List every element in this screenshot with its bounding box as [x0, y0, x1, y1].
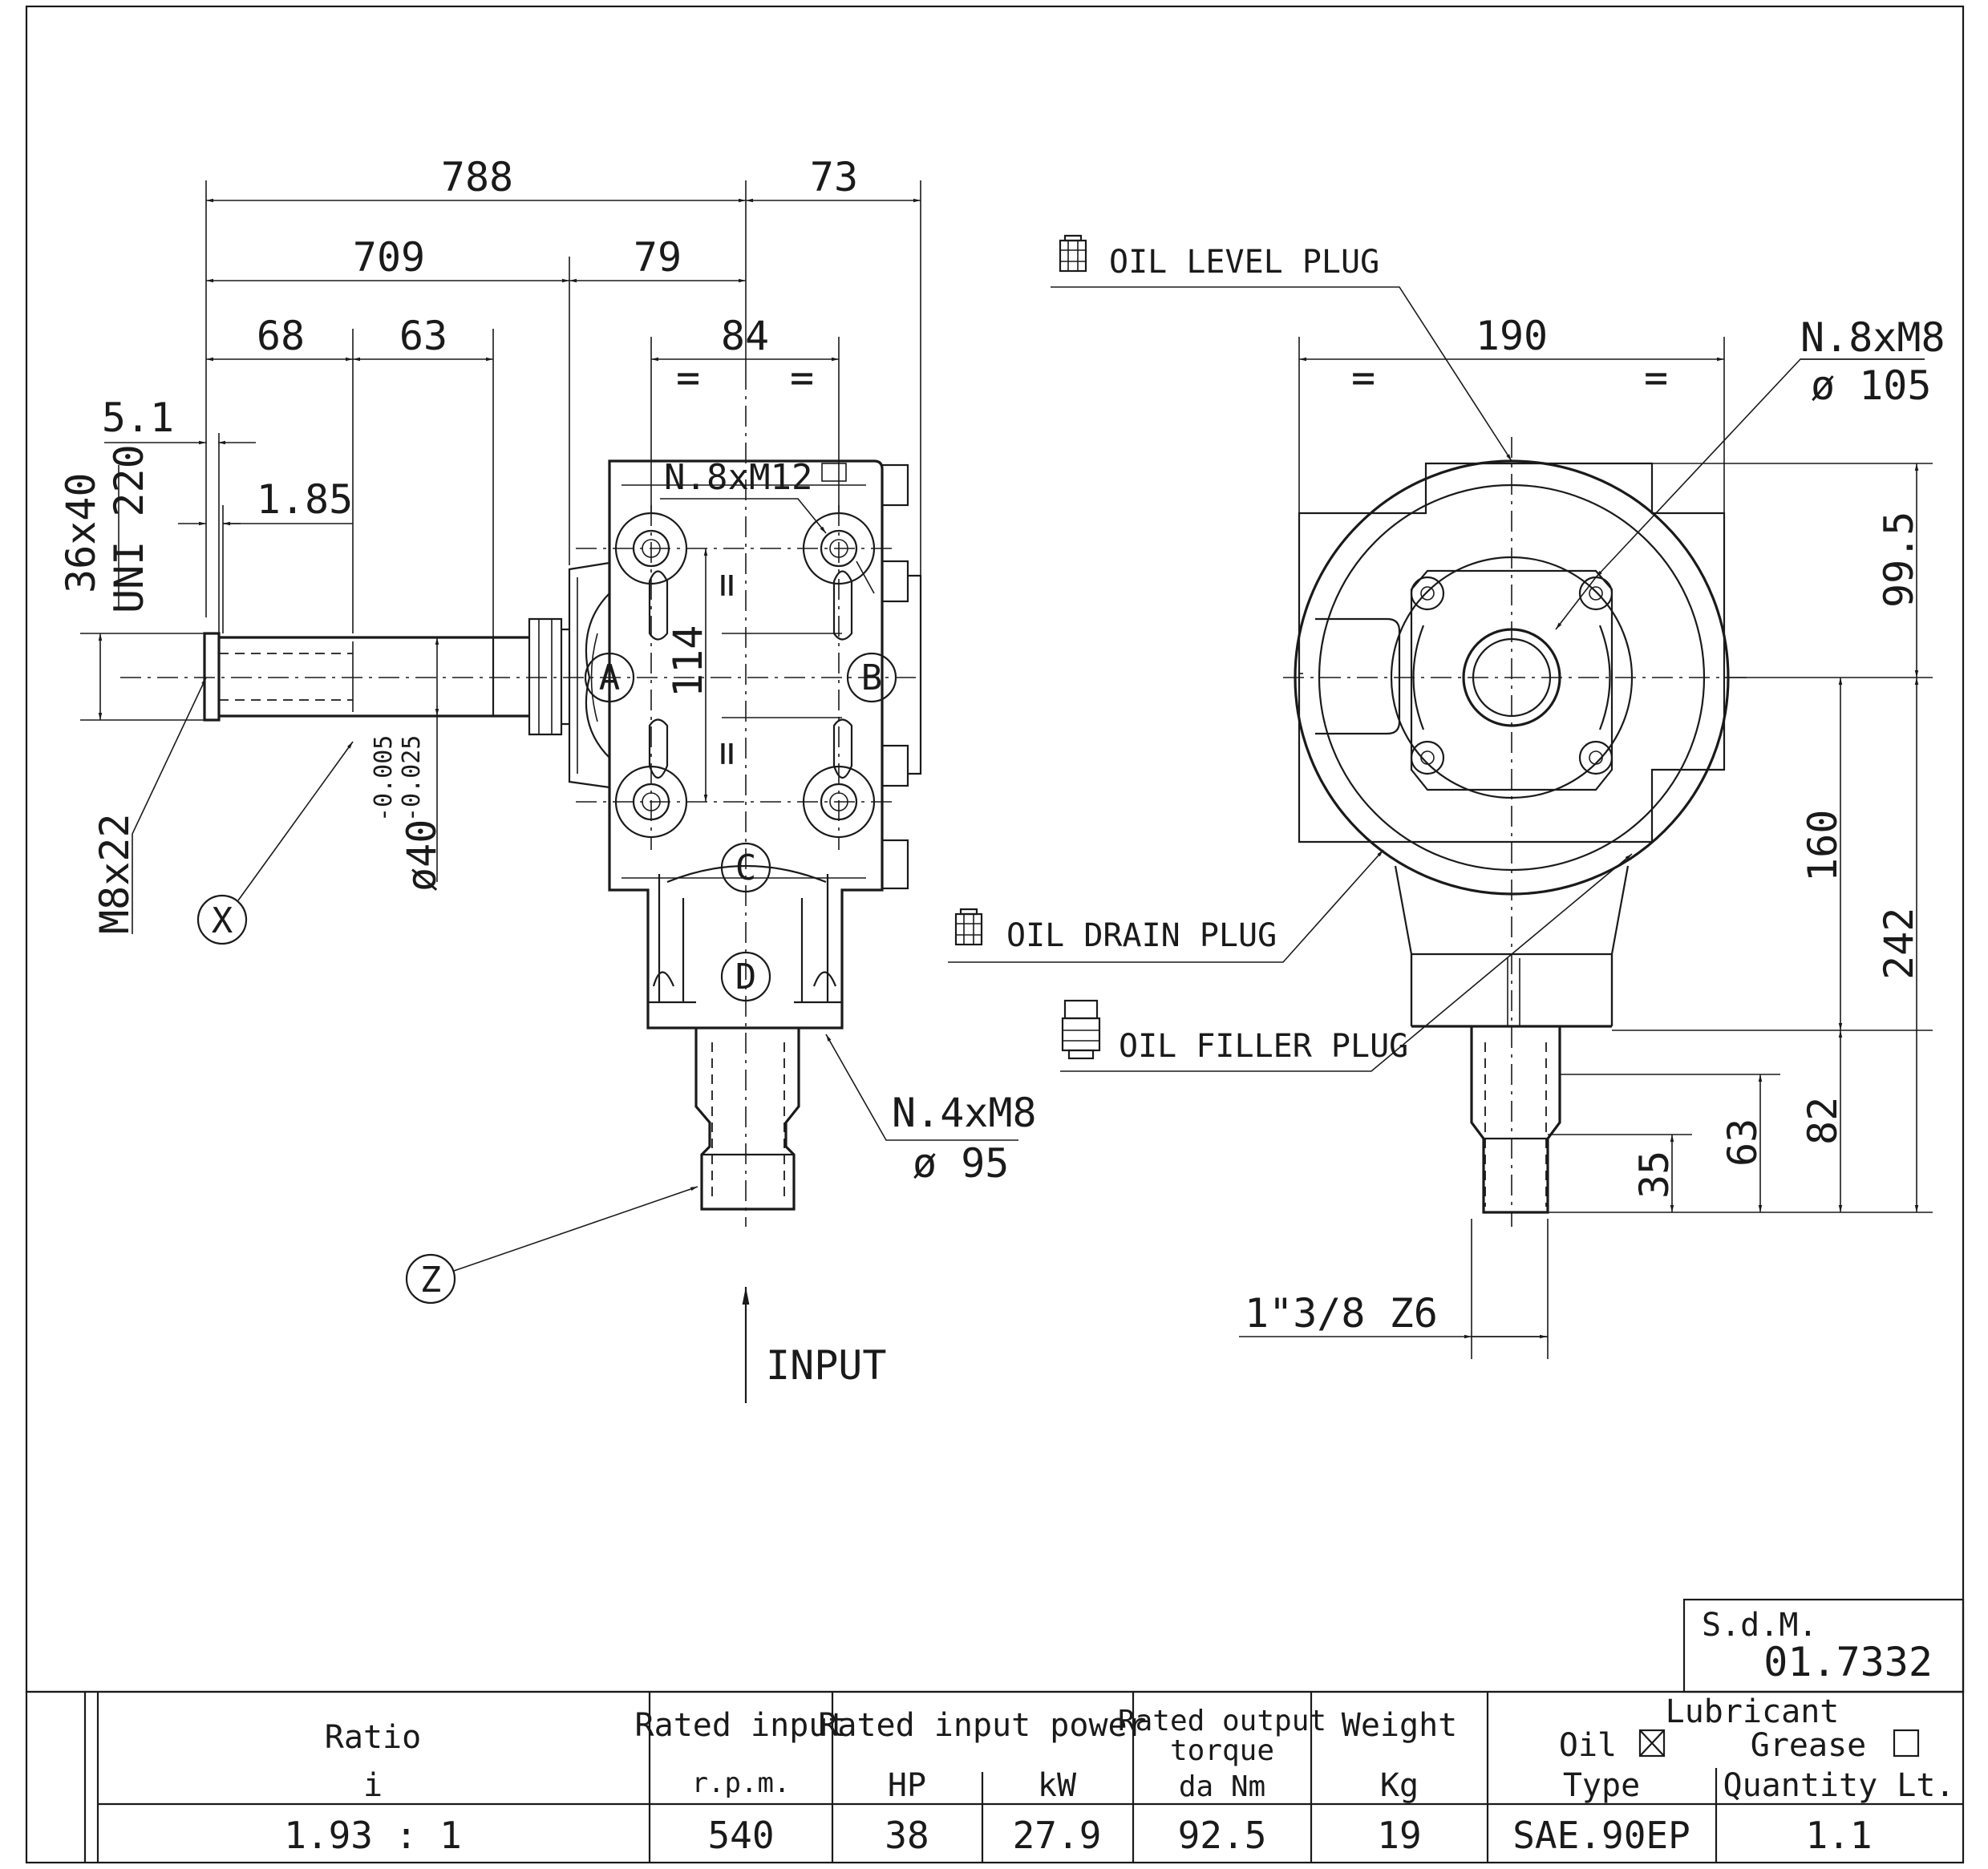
svg-text:=: =: [676, 354, 700, 401]
flange-diameter-105: ø 105: [1811, 362, 1932, 409]
spline-36x40: 36x40: [58, 472, 104, 593]
header-weight-sub: Kg: [1380, 1767, 1419, 1804]
spline-1-3-8-z6: 1"3/8 Z6: [1245, 1290, 1438, 1337]
header-rpm-sub: r.p.m.: [692, 1767, 791, 1799]
header-weight: Weight: [1342, 1707, 1458, 1744]
header-kw: kW: [1038, 1767, 1077, 1804]
side-input-shaft: [1470, 1026, 1561, 1214]
oil-level-plug-icon: [1059, 234, 1087, 273]
dim-35: 35: [1631, 1151, 1678, 1199]
thread-m8x22: M8x22: [91, 813, 138, 934]
dim-709: 709: [353, 234, 425, 281]
bolt-spec-m12: N.8xM12: [664, 457, 812, 498]
dim-63-vertical: 63: [1719, 1119, 1766, 1167]
header-hp: HP: [888, 1767, 926, 1804]
marker-z: Z: [405, 1253, 456, 1305]
dim-84: 84: [721, 313, 769, 359]
value-kw: 27.9: [1013, 1814, 1102, 1857]
header-torque-b: torque: [1170, 1734, 1274, 1767]
oil-level-label: OIL LEVEL PLUG: [1109, 244, 1379, 281]
dim-5-1: 5.1: [102, 394, 174, 441]
grease-checkbox: [1893, 1729, 1920, 1758]
header-power: Rated input power: [818, 1707, 1146, 1744]
tolerance-upper: -0.005: [370, 735, 398, 822]
marker-d: D: [720, 951, 771, 1002]
svg-text:B: B: [861, 657, 883, 698]
drawing-frame: [25, 5, 1965, 1693]
spec-table: Ratio i Rated input r.p.m. Rated input p…: [25, 1690, 1965, 1864]
header-torque-a: Rated output: [1118, 1705, 1326, 1738]
shaft-collar: [203, 632, 221, 722]
marker-a: A: [584, 652, 635, 703]
value-type: SAE.90EP: [1512, 1814, 1690, 1857]
oil-drain-plug-icon: [954, 908, 983, 946]
header-oil: Oil: [1559, 1727, 1617, 1764]
header-grease: Grease: [1751, 1727, 1867, 1764]
header-torque-sub: da Nm: [1179, 1770, 1265, 1803]
dim-68: 68: [257, 313, 305, 359]
dim-114: 114: [665, 625, 711, 698]
dim-99-5: 99.5: [1876, 512, 1922, 608]
oil-checkbox: [1638, 1729, 1666, 1758]
svg-text:D: D: [735, 957, 757, 997]
drawing-number: 01.7332: [1763, 1639, 1933, 1685]
dim-160: 160: [1800, 810, 1846, 882]
plug-labels: OIL LEVEL PLUG OIL DRAIN PLUG OIL FILLER…: [948, 234, 1633, 1072]
front-view: A B C D X Z INPUT: [120, 369, 922, 1403]
dim-190: 190: [1476, 313, 1548, 359]
spline-uni-220: UNI 220: [106, 444, 152, 613]
side-view-dimensions: 190 = = N.8xM8 ø 105 99.5 242 160 82 63 …: [1239, 313, 1945, 1359]
company-name: S.d.M.: [1702, 1607, 1818, 1644]
flange-diameter-95: ø 95: [913, 1140, 1009, 1187]
svg-text:=: =: [1644, 354, 1668, 401]
dim-79: 79: [634, 234, 682, 281]
marker-b: B: [846, 652, 897, 703]
header-type: Type: [1563, 1767, 1640, 1804]
input-shaft: [694, 1028, 800, 1211]
dim-1-85: 1.85: [257, 476, 353, 523]
oil-filler-plug-icon: [1061, 999, 1101, 1060]
svg-text:=: =: [1351, 354, 1375, 401]
marker-c: C: [720, 842, 771, 893]
bolt-spec-m8-input: N.4xM8: [892, 1090, 1037, 1136]
header-ratio-sub: i: [363, 1767, 383, 1804]
value-hp: 38: [885, 1814, 929, 1857]
dim-82: 82: [1800, 1097, 1846, 1145]
dim-242: 242: [1876, 908, 1922, 980]
side-view: [1283, 437, 1748, 1227]
title-block: S.d.M. 01.7332: [1682, 1598, 1965, 1693]
svg-text:=: =: [702, 573, 749, 597]
svg-text:A: A: [599, 657, 621, 698]
value-rpm: 540: [707, 1814, 774, 1857]
oil-filler-label: OIL FILLER PLUG: [1119, 1028, 1408, 1065]
shaft-diameter: ø40: [399, 819, 445, 892]
front-view-dimensions: 788 73 709 79 68 63 84 = = 5.1 1.85 36x4…: [58, 154, 1037, 1187]
value-torque: 92.5: [1178, 1814, 1267, 1857]
flange-bolt-holes: [1410, 576, 1613, 775]
svg-text:Z: Z: [420, 1260, 442, 1301]
dim-788: 788: [441, 154, 513, 200]
header-quantity: Quantity Lt.: [1723, 1767, 1955, 1804]
output-shaft: [219, 636, 529, 718]
value-quantity: 1.1: [1805, 1814, 1872, 1857]
svg-text:X: X: [212, 900, 233, 941]
header-rpm: Rated input: [635, 1707, 848, 1744]
value-ratio: 1.93 : 1: [284, 1814, 462, 1857]
dim-73: 73: [810, 154, 858, 200]
header-ratio: Ratio: [325, 1719, 421, 1756]
header-lubricant: Lubricant: [1666, 1693, 1840, 1730]
svg-text:INPUT: INPUT: [766, 1342, 887, 1389]
oil-drain-label: OIL DRAIN PLUG: [1006, 917, 1277, 954]
input-arrow: INPUT: [742, 1287, 887, 1403]
bolt-spec-m8-side: N.8xM8: [1800, 314, 1945, 361]
svg-text:C: C: [735, 848, 757, 888]
value-weight: 19: [1377, 1814, 1421, 1857]
tolerance-lower: -0.025: [398, 735, 426, 822]
marker-x: X: [196, 894, 248, 945]
svg-text:=: =: [790, 354, 814, 401]
svg-text:=: =: [702, 742, 749, 766]
dim-63: 63: [399, 313, 447, 359]
